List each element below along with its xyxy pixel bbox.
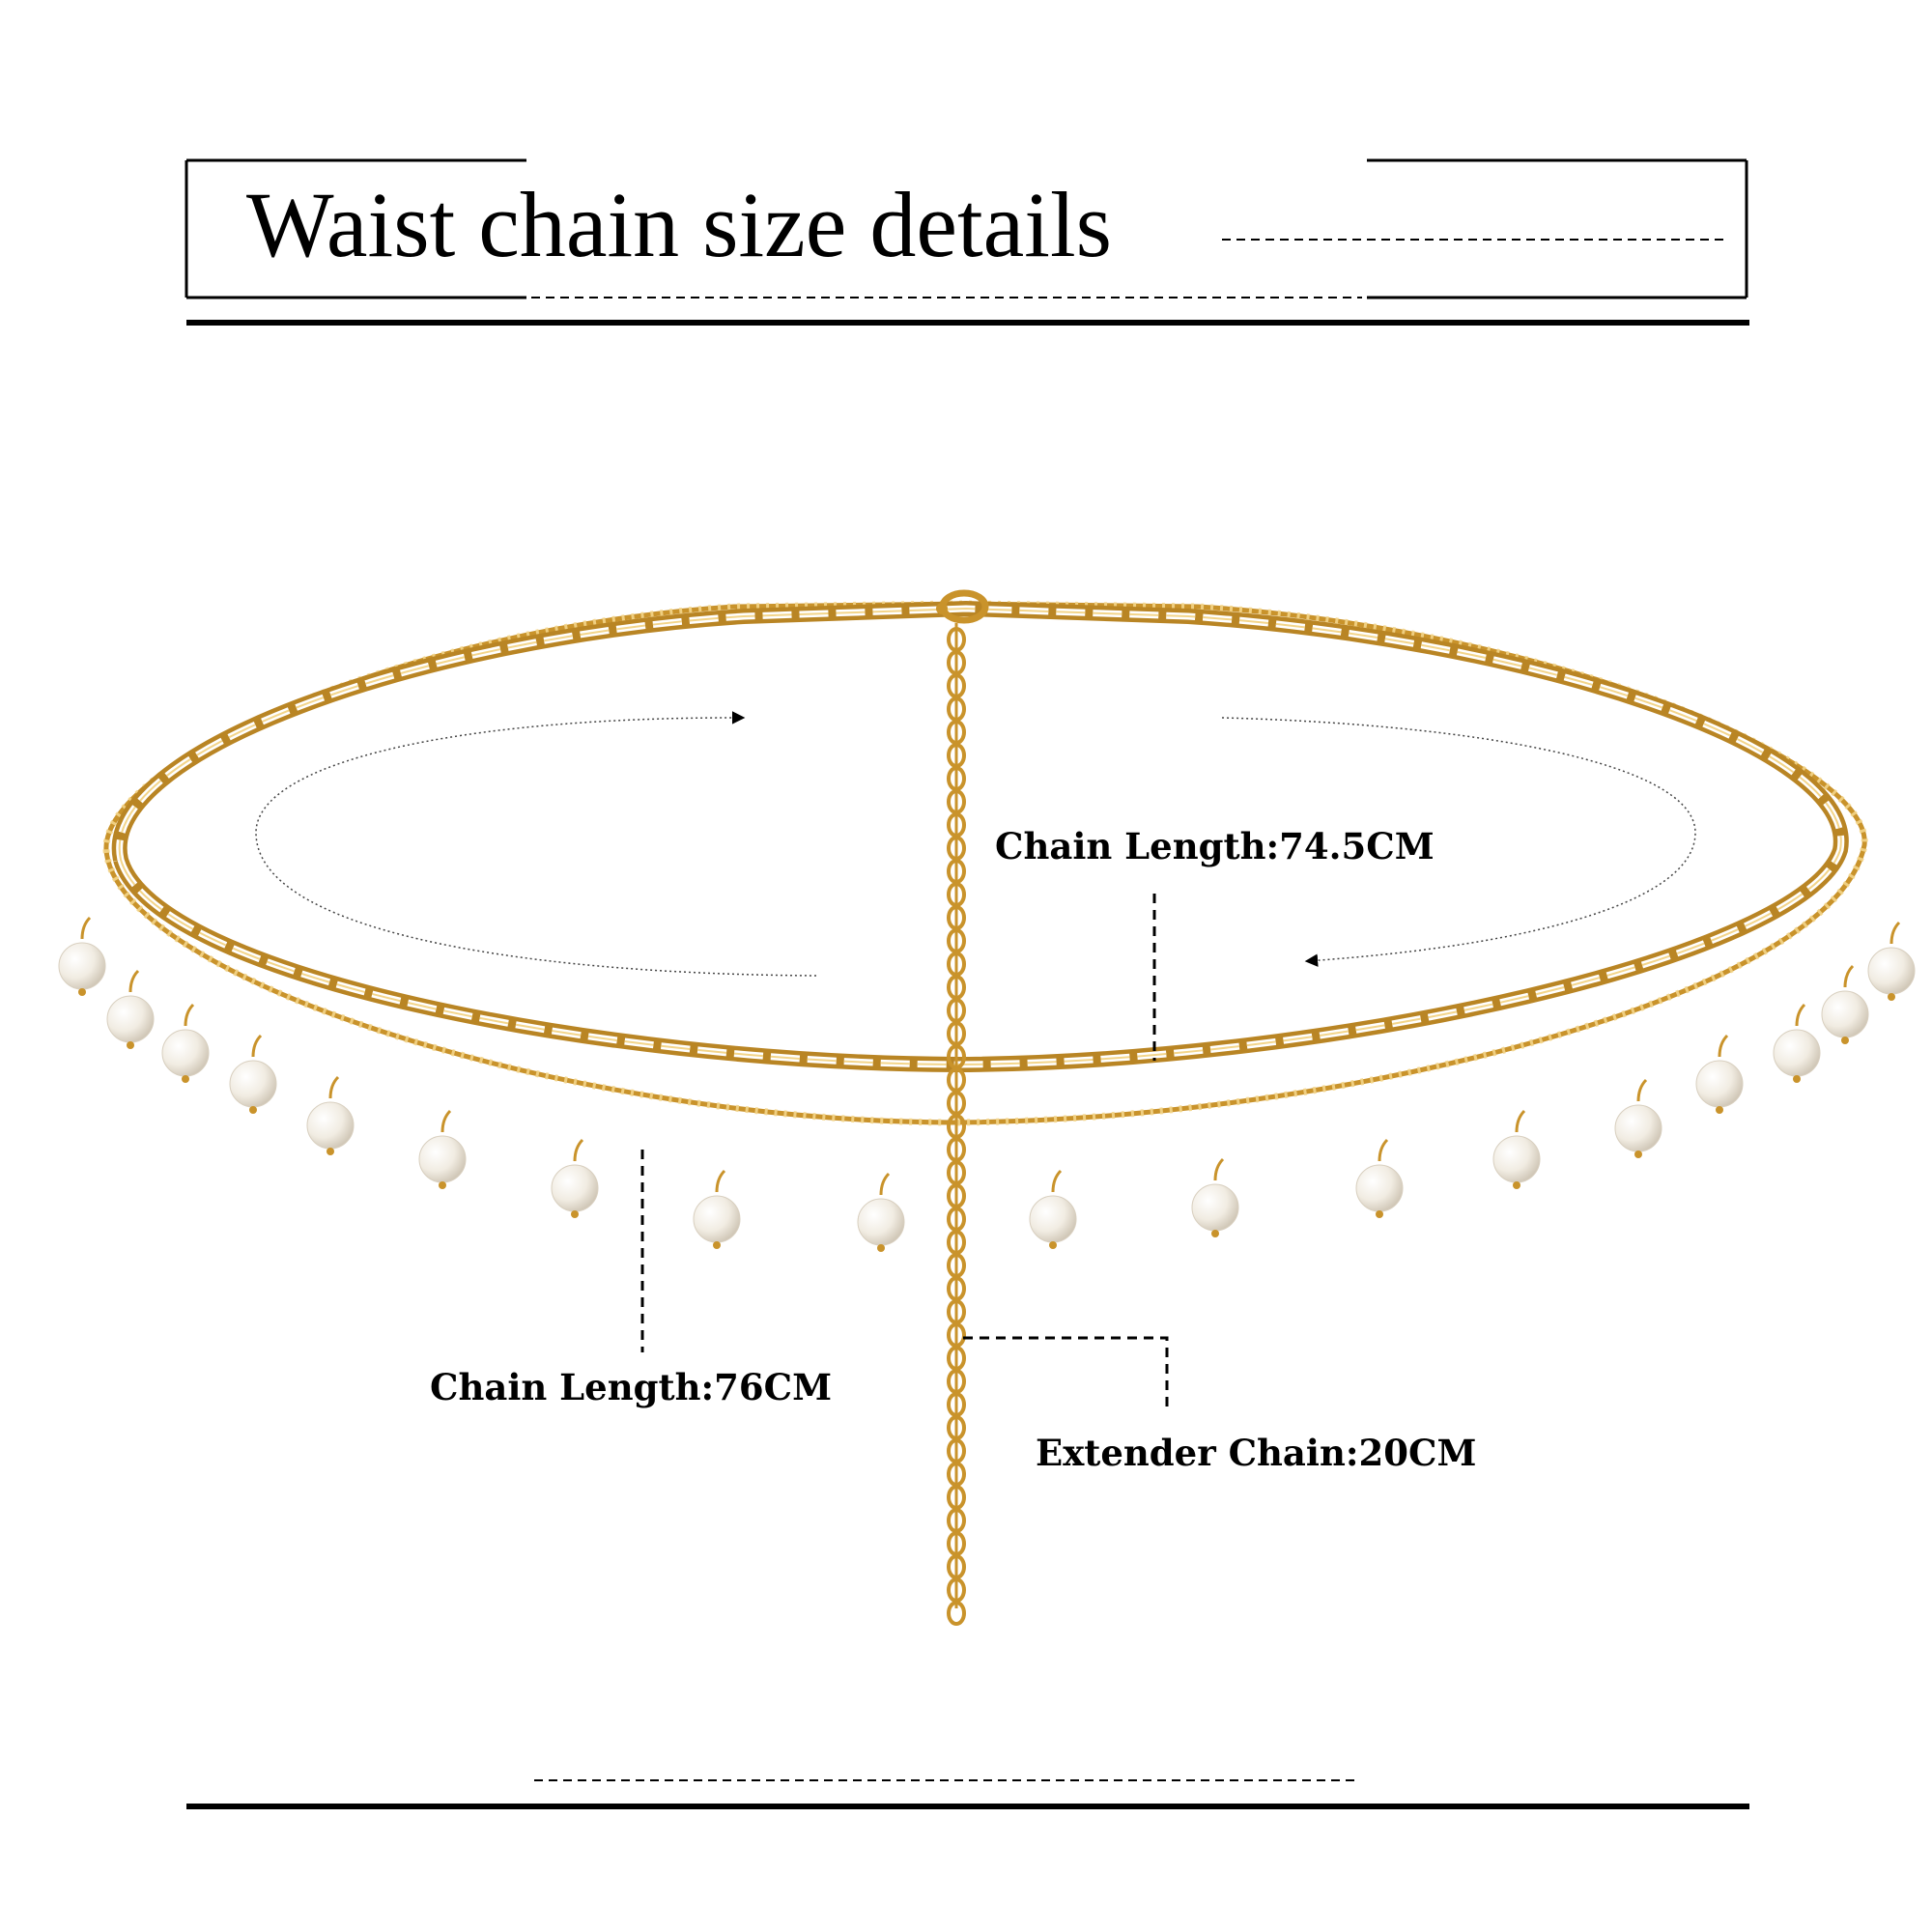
bottom-rule (186, 1779, 1749, 1809)
pearl (1492, 1135, 1541, 1183)
extender-chain (947, 623, 966, 1626)
lobster-clasp (936, 589, 989, 624)
pearl-cap (1888, 993, 1895, 1001)
pearl (1029, 1195, 1077, 1243)
pearl-hook (328, 1075, 340, 1099)
pearl-cap (713, 1241, 721, 1249)
pearl-cap (127, 1041, 134, 1049)
pearl (1355, 1164, 1404, 1212)
extender-link (947, 1601, 966, 1626)
pearl-cap (327, 1148, 334, 1155)
pearl-hook (251, 1034, 263, 1058)
pearl-hook (80, 916, 92, 940)
pearl-cap (1634, 1151, 1642, 1158)
pearl-hook (879, 1172, 891, 1196)
pearl-hook (1213, 1157, 1225, 1181)
pearl (161, 1029, 210, 1077)
arrow-left-path (255, 711, 817, 977)
page-title: Waist chain size details (246, 173, 1112, 276)
pearl (306, 1101, 355, 1150)
pearl-cap (1211, 1230, 1219, 1237)
pearl-hook (128, 969, 140, 993)
pearl (418, 1135, 467, 1183)
pearl (1867, 947, 1916, 995)
pearl-cap (1513, 1181, 1520, 1189)
pearl (1773, 1029, 1821, 1077)
lower-pearl-chain (102, 600, 1868, 1126)
pearl-hook (715, 1169, 726, 1193)
pearl (1614, 1104, 1662, 1152)
lower-chain-length-label: Chain Length:76CM (430, 1366, 833, 1408)
pearl-cap (439, 1181, 446, 1189)
pearl (857, 1198, 905, 1246)
pearl (1695, 1060, 1744, 1108)
pearl-cap (182, 1075, 189, 1083)
pearl-hook (1378, 1138, 1389, 1162)
pearl (693, 1195, 741, 1243)
pearl-hook (1718, 1034, 1729, 1058)
pearl-cap (571, 1210, 579, 1218)
pearl-cap (877, 1244, 885, 1252)
title-frame (185, 158, 1749, 326)
pearl (551, 1164, 599, 1212)
pearl-cap (78, 988, 86, 996)
pearl-cap (1376, 1210, 1383, 1218)
upper-paperclip-chain (111, 600, 1849, 1073)
pearl-cap (1841, 1037, 1849, 1044)
extender-leader (963, 1336, 1169, 1410)
pearl-hook (184, 1003, 195, 1027)
pearl (106, 995, 155, 1043)
upper-chain-length-label: Chain Length:74.5CM (995, 825, 1435, 867)
pearl-hook (1515, 1109, 1526, 1133)
pearl (229, 1060, 277, 1108)
pearl-hook (573, 1138, 584, 1162)
extender-chain-length-label: Extender Chain:20CM (1036, 1432, 1477, 1474)
circumference-arrows (255, 711, 1696, 977)
pearl (1191, 1183, 1239, 1232)
pearl (58, 942, 106, 990)
pearl-hook (1843, 964, 1855, 988)
pearl-cap (1049, 1241, 1057, 1249)
pearl-hook (1051, 1169, 1063, 1193)
pearl (1821, 990, 1869, 1038)
arrow-right-path (1221, 717, 1696, 967)
pearl-hook (1889, 921, 1901, 945)
pearl-drops (58, 916, 1916, 1252)
pearl-hook (1795, 1003, 1806, 1027)
dimension-leaders (640, 894, 1169, 1410)
pearl-hook (1636, 1078, 1648, 1102)
pearl-cap (1716, 1106, 1723, 1114)
pearl-cap (1793, 1075, 1801, 1083)
pearl-hook (440, 1109, 452, 1133)
pearl-cap (249, 1106, 257, 1114)
